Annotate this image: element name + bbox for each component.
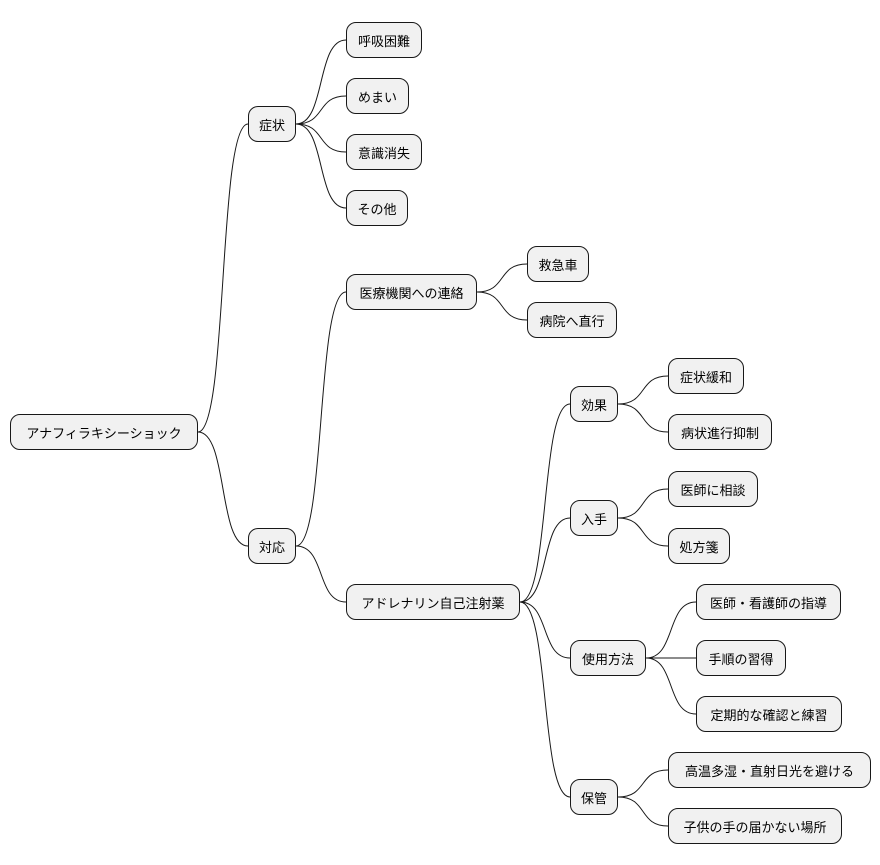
edge-storage-c2 [617,796,669,827]
contact-hospital: 病院へ直行 [527,302,617,338]
symptom-dizziness: めまい [346,78,409,114]
usage-guidance: 医師・看護師の指導 [696,584,841,620]
storage-temperature: 高温多湿・直射日光を避ける [668,752,871,788]
edge-response-epinephrine [295,545,347,603]
obtain-node: 入手 [570,500,618,536]
root-node: アナフィラキシーショック [10,414,198,450]
response-node: 対応 [248,528,296,564]
contact-ambulance: 救急車 [527,246,589,282]
usage-practice: 定期的な確認と練習 [696,696,842,732]
symptoms-node: 症状 [248,106,296,142]
obtain-prescription: 処方箋 [668,528,730,564]
symptom-unconscious: 意識消失 [346,134,422,170]
obtain-consult: 医師に相談 [668,471,758,507]
edge-symptoms-c2 [295,95,347,125]
edge-epi-effect [519,403,571,603]
effect-node: 効果 [570,386,618,422]
symptom-other: その他 [346,190,408,226]
storage-children: 子供の手の届かない場所 [668,808,842,844]
storage-node: 保管 [570,779,618,815]
edge-storage-c1 [617,769,669,798]
edge-root-response [197,431,249,547]
edge-effect-c2 [617,403,669,433]
edge-symptoms-c3 [295,123,347,153]
epinephrine-node: アドレナリン自己注射薬 [346,584,520,620]
edge-usage-c3 [645,657,697,715]
edge-contact-c2 [476,291,528,321]
contact-node: 医療機関への連絡 [346,274,477,310]
edge-symptoms-c4 [295,123,347,209]
edge-contact-c1 [476,263,528,293]
edge-epi-storage [519,601,571,798]
usage-procedure: 手順の習得 [696,640,786,676]
edge-obtain-c1 [617,488,669,519]
effect-suppress: 病状進行抑制 [668,414,772,450]
edge-epi-usage [519,601,571,659]
symptom-breathing: 呼吸困難 [346,22,422,58]
edge-response-contact [295,291,347,547]
edge-usage-c1 [645,601,697,659]
edge-root-symptoms [197,123,249,433]
edge-obtain-c2 [617,517,669,547]
usage-node: 使用方法 [570,640,646,676]
effect-relief: 症状緩和 [668,358,744,394]
edge-epi-obtain [519,517,571,603]
edge-symptoms-c1 [295,39,347,125]
edge-effect-c1 [617,375,669,405]
